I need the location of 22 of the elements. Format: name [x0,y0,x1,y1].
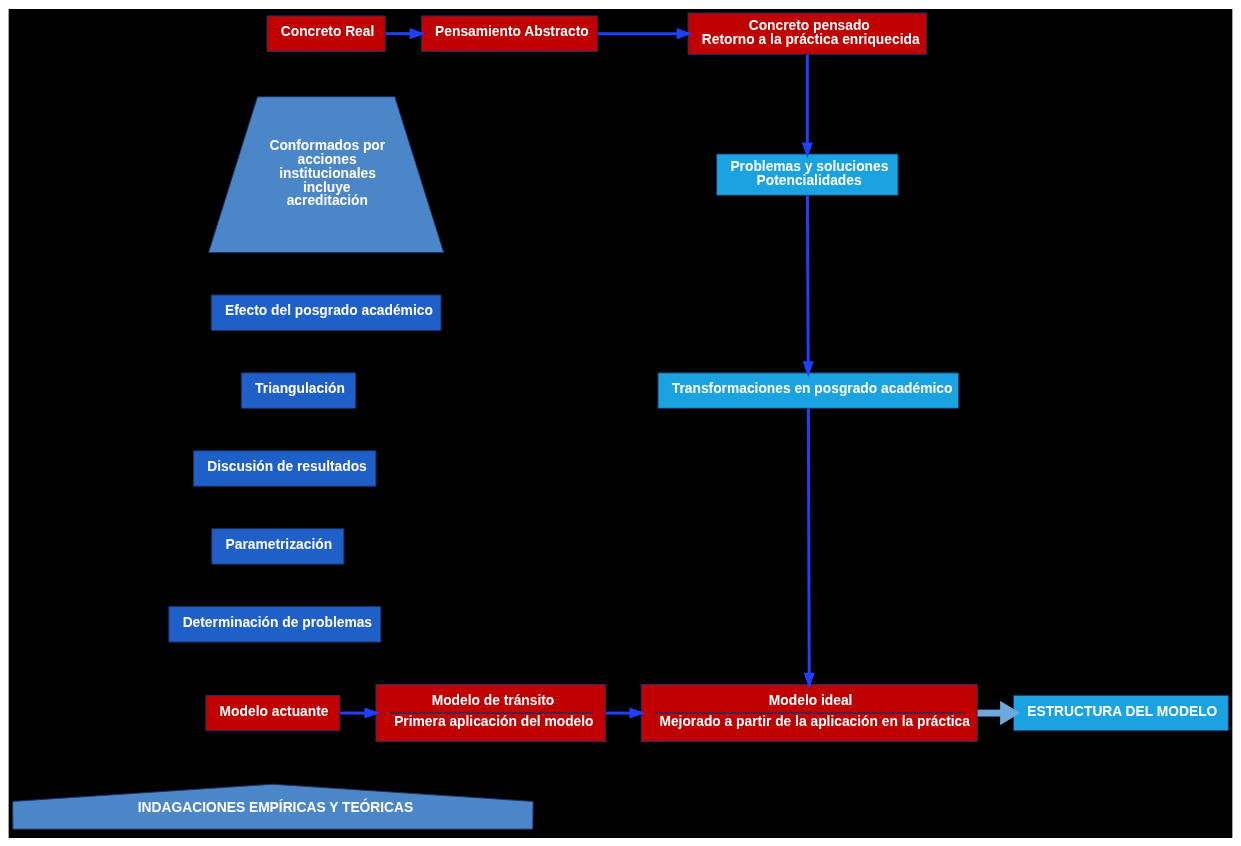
arrow [977,700,1021,725]
arrow [340,707,381,719]
node-box: ESTRUCTURA DEL MODELO [1012,694,1229,731]
node-box: Triangulación [240,371,357,409]
arrow [385,27,426,39]
node-box: Parametrización [211,527,345,565]
arrow [597,27,693,39]
node-box: Concreto Real [266,14,386,52]
node-box: Efecto del posgrado académico [210,293,442,331]
node-box: Transformaciones en posgrado académico [657,371,960,409]
node-box: Modelo ideal Mejorado a partir de la aplicación en la práctica [640,683,978,742]
node-box: Discusión de resultados [193,449,377,487]
arrow [605,707,646,719]
node-box: Problemas y soluciones Potencialidades [716,152,899,196]
arrow [801,54,813,158]
node-box: Concreto pensado Retorno a la práctica enriquecida [687,11,928,55]
arrow [802,194,814,377]
node-box: Determinación de problemas [168,605,382,643]
node-box: Pensamiento Abstracto [420,14,599,52]
arrow [803,407,815,689]
node-box: Modelo de tránsito Primera aplicación del modelo [375,683,607,742]
node-box: Modelo actuante [205,694,341,731]
